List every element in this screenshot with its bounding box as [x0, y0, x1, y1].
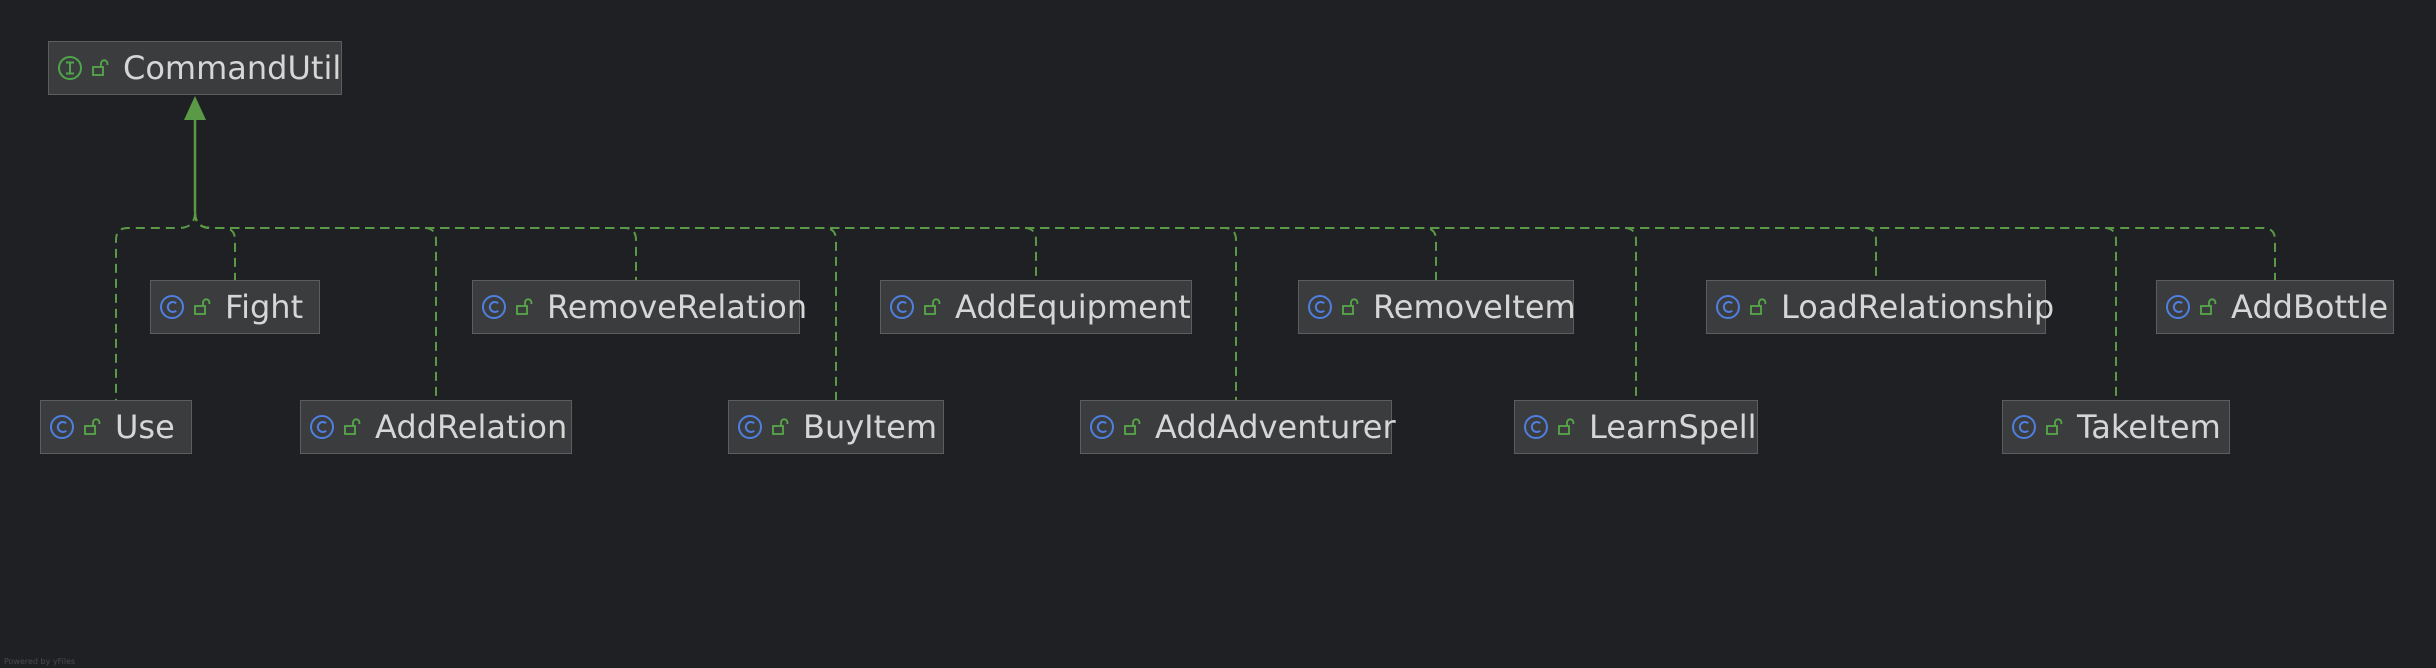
class-node-addrelation[interactable]: AddRelation — [300, 400, 572, 454]
public-visibility-icon — [924, 298, 941, 315]
public-visibility-icon — [1342, 298, 1359, 315]
class-name: LearnSpell — [1589, 408, 1757, 446]
class-name: AddRelation — [375, 408, 568, 446]
class-icon — [2166, 295, 2190, 319]
public-visibility-icon — [84, 418, 101, 435]
class-node-loadrelationship[interactable]: LoadRelationship — [1706, 280, 2054, 334]
class-name: RemoveRelation — [547, 288, 808, 326]
class-name: TakeItem — [2077, 408, 2221, 446]
edge-addbottle — [194, 211, 2276, 280]
class-node-buyitem[interactable]: BuyItem — [728, 400, 944, 454]
class-node-fight[interactable]: Fight — [150, 280, 320, 334]
class-node-takeitem[interactable]: TakeItem — [2002, 400, 2230, 454]
public-visibility-icon — [194, 298, 211, 315]
footer-credit: Powered by yFiles — [4, 657, 76, 666]
class-icon — [2012, 415, 2036, 439]
class-name: BuyItem — [803, 408, 938, 446]
public-visibility-icon — [516, 298, 533, 315]
class-icon — [738, 415, 762, 439]
public-visibility-icon — [772, 418, 789, 435]
class-icon — [1524, 415, 1548, 439]
class-name: AddEquipment — [955, 288, 1191, 326]
class-icon — [160, 295, 184, 319]
interface-icon — [58, 56, 82, 80]
class-icon — [1308, 295, 1332, 319]
class-name: AddAdventurer — [1155, 408, 1396, 446]
class-node-addadventurer[interactable]: AddAdventurer — [1080, 400, 1396, 454]
class-icon — [890, 295, 914, 319]
public-visibility-icon — [2200, 298, 2217, 315]
class-name: LoadRelationship — [1781, 288, 2055, 326]
class-name: Fight — [225, 288, 304, 326]
class-node-use[interactable]: Use — [40, 400, 192, 454]
class-icon — [1716, 295, 1740, 319]
public-visibility-icon — [92, 59, 109, 76]
class-name: Use — [115, 408, 175, 446]
public-visibility-icon — [2046, 418, 2063, 435]
interface-name: CommandUtil — [123, 49, 342, 87]
class-node-learnspell[interactable]: LearnSpell — [1514, 400, 1758, 454]
class-icon — [482, 295, 506, 319]
edge-use — [115, 211, 196, 400]
class-icon — [310, 415, 334, 439]
class-name: RemoveItem — [1373, 288, 1576, 326]
class-node-removerelation[interactable]: RemoveRelation — [472, 280, 807, 334]
public-visibility-icon — [1558, 418, 1575, 435]
class-icon — [1090, 415, 1114, 439]
public-visibility-icon — [344, 418, 361, 435]
inheritance-arrowhead — [184, 96, 206, 120]
class-name: AddBottle — [2231, 288, 2389, 326]
class-icon — [50, 415, 74, 439]
public-visibility-icon — [1750, 298, 1767, 315]
class-node-addequipment[interactable]: AddEquipment — [880, 280, 1192, 334]
class-node-addbottle[interactable]: AddBottle — [2156, 280, 2394, 334]
public-visibility-icon — [1124, 418, 1141, 435]
class-node-removeitem[interactable]: RemoveItem — [1298, 280, 1576, 334]
interface-node-commandutil[interactable]: CommandUtil — [48, 41, 342, 95]
